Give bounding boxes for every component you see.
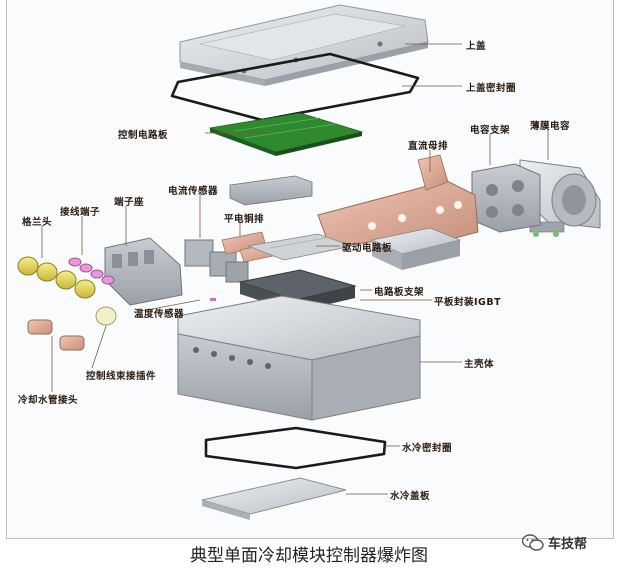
driver-board-part [246,233,354,261]
label-upper-cover-seal: 上盖密封圈 [466,83,517,94]
capacitor-bracket-part [471,163,541,233]
leader-lines [41,43,549,495]
control-harness-part [95,306,117,326]
label-water-plate: 水冷盖板 [390,491,431,502]
control-board-part [208,112,364,156]
upper-cover-seal-part [170,52,420,122]
label-dc-busbar: 直流母排 [408,141,449,152]
water-seal-part [204,426,387,470]
label-coolant-fitting: 冷却水管接头 [18,395,79,406]
label-upper-cover: 上盖 [466,41,487,52]
label-water-seal: 水冷密封圈 [402,443,453,454]
coolant-fitting-part [27,319,85,351]
current-sensor-part [184,175,313,283]
label-igbt: 平板封装IGBT [434,297,502,308]
wechat-icon [522,533,544,551]
figure-caption: 典型单面冷却模块控制器爆炸图 [190,546,428,566]
label-capacitor-bracket: 电容支架 [470,125,511,136]
label-current-sensor: 电流传感器 [168,186,219,197]
label-terminal-block: 端子座 [114,197,145,208]
label-driver-board: 驱动电路板 [342,243,393,254]
label-cable-gland: 格兰头 [22,217,53,228]
label-control-board: 控制电路板 [118,130,169,141]
dc-busbar-part [317,154,479,249]
label-flat-copper-bar: 平电铜排 [224,214,265,225]
watermark: 车技帮 [522,533,587,552]
board-bracket-part [370,227,462,270]
label-film-capacitor: 薄膜电容 [530,121,571,132]
label-control-harness: 控制线束接插件 [86,371,157,382]
terminal-block-part [104,237,183,306]
exploded-view-drawing [17,4,601,520]
terminal-part [68,257,115,285]
watermark-text: 车技帮 [548,537,588,552]
cable-gland-part [17,256,96,299]
main-housing-part [177,295,421,421]
label-terminal: 接线端子 [60,207,101,218]
label-board-bracket: 电路板支架 [374,287,425,298]
water-plate-part [201,477,347,520]
label-main-housing: 主壳体 [464,359,495,370]
label-temp-sensor: 温度传感器 [134,309,185,320]
